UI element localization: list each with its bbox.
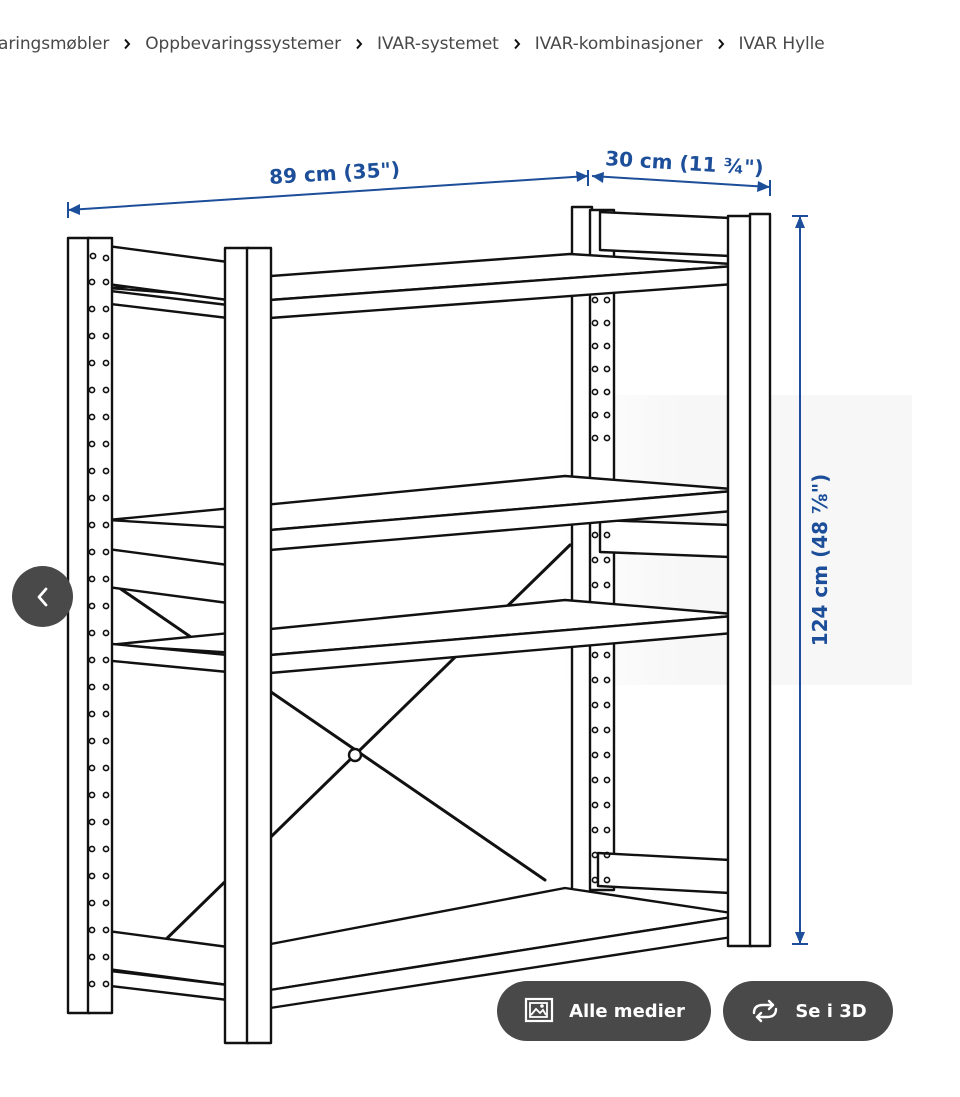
breadcrumb: aringsmøbler Oppbevaringssystemer IVAR-s… [0, 30, 825, 58]
breadcrumb-item-ivar-combinations[interactable]: IVAR-kombinasjoner [534, 34, 703, 54]
rotate-3d-icon [749, 999, 781, 1023]
view-3d-label: Se i 3D [795, 1000, 867, 1022]
breadcrumb-item-storage-systems[interactable]: Oppbevaringssystemer [145, 34, 342, 54]
breadcrumb-item-storage-furniture[interactable]: aringsmøbler [0, 34, 110, 54]
chevron-right-icon [355, 38, 363, 50]
breadcrumb-item-ivar-system[interactable]: IVAR-systemet [377, 34, 499, 54]
all-media-label: Alle medier [569, 1000, 685, 1022]
chevron-right-icon [123, 38, 131, 50]
dimension-depth: 30 cm (11 ¾") [605, 146, 765, 180]
previous-image-button[interactable] [12, 566, 73, 627]
breadcrumb-item-ivar-shelf[interactable]: IVAR Hylle [738, 34, 825, 54]
gallery-icon [523, 997, 555, 1025]
chevron-left-icon [33, 585, 53, 609]
dimension-width: 89 cm (35") [268, 157, 400, 189]
view-3d-button[interactable]: Se i 3D [723, 981, 893, 1041]
dimension-height: 124 cm (48 ⅞") [808, 474, 832, 647]
all-media-button[interactable]: Alle medier [497, 981, 711, 1041]
product-image: 89 cm (35") 30 cm (11 ¾") 124 cm (48 ⅞") [66, 146, 832, 1045]
chevron-right-icon [513, 38, 521, 50]
chevron-right-icon [717, 38, 725, 50]
